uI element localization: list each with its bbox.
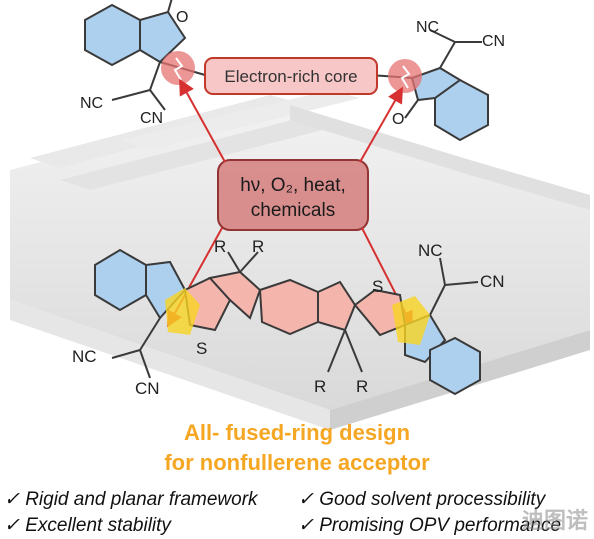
top-right-acceptor-unit <box>404 29 489 142</box>
highlight-site-right <box>392 296 430 345</box>
stimuli-label-line1: hν, O₂, heat, <box>240 175 346 196</box>
nc-label: NC <box>418 241 443 260</box>
bullet-solvent-processibility: ✓ Good solvent processibility <box>298 489 546 510</box>
fused-ring-acceptor <box>94 248 481 396</box>
top-left-acceptor-unit <box>84 0 187 111</box>
cn-label: CN <box>482 33 505 50</box>
caption-line2: for nonfullerene acceptor <box>164 450 430 475</box>
sulfur-label: S <box>372 277 383 296</box>
nc-label: NC <box>72 347 97 366</box>
r-group-label: R <box>314 377 326 396</box>
cn-label: CN <box>480 272 505 291</box>
highlight-site-left <box>165 288 200 335</box>
r-group-label: R <box>252 237 264 256</box>
stimuli-label-line2: chemicals <box>251 200 335 221</box>
stimuli-box <box>217 159 369 231</box>
cn-label: CN <box>140 110 163 127</box>
bullet-stability: ✓ Excellent stability <box>4 515 171 536</box>
sulfur-label: S <box>196 339 207 358</box>
core-label: Electron-rich core <box>224 67 357 86</box>
oxygen-label: O <box>392 111 404 128</box>
watermark: 迪图诺 <box>521 509 588 534</box>
bullet-opv-performance: ✓ Promising OPV performance <box>298 515 562 536</box>
r-group-label: R <box>356 377 368 396</box>
electron-rich-core-box <box>204 57 378 95</box>
lightning-icon <box>173 57 184 81</box>
oxygen-label: O <box>176 9 188 26</box>
substrate-slab <box>10 90 590 430</box>
lightning-icon <box>400 65 411 89</box>
bullet-rigid-planar: ✓ Rigid and planar framework <box>4 489 258 510</box>
r-group-label: R <box>214 237 226 256</box>
arrow <box>359 86 403 163</box>
arrow <box>179 78 226 163</box>
nc-label: NC <box>80 95 103 112</box>
nc-label: NC <box>416 19 439 36</box>
caption-line1: All- fused-ring design <box>183 420 411 445</box>
cn-label: CN <box>135 379 160 398</box>
